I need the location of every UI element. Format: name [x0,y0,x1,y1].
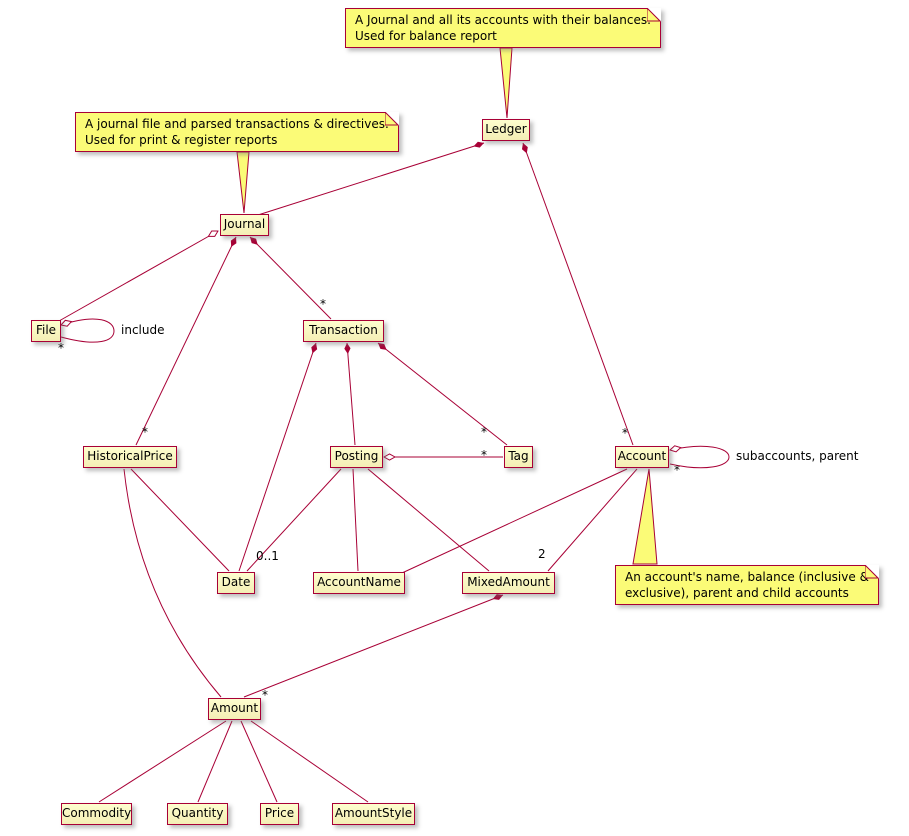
multiplicity-posting-tag: * [481,448,487,462]
edge-ledger-account [521,142,634,446]
edge-account-mixedamount [547,468,638,572]
multiplicity-journal-transaction: * [320,297,326,311]
multiplicity-posting-date: 0..1 [256,549,279,563]
multiplicity-file-include: * [58,341,64,355]
class-tag: Tag [504,446,533,468]
edge-amount-amountstyle [250,720,369,803]
note-connector-ledger [499,47,513,119]
edge-amount-commodity [98,720,227,803]
edge-historicalprice-date [130,468,230,572]
class-amount: Amount [208,698,261,720]
class-file: File [31,320,61,342]
note-account-line2: exclusive), parent and child accounts [625,586,849,600]
edge-posting-accountname [352,468,359,572]
edge-transaction-tag [377,342,508,446]
edge-ledger-journal [257,141,485,216]
edge-amount-quantity [197,720,233,803]
class-quantity: Quantity [167,803,228,825]
edge-file-include-self-loop [61,318,115,343]
note-connector-account [632,468,658,565]
note-fold-icon [646,8,661,22]
edge-account-subaccounts-self-loop [670,446,730,469]
class-transaction: Transaction [303,320,384,342]
note-ledger: A Journal and all its accounts with thei… [345,8,661,48]
class-amountstyle: AmountStyle [332,803,415,825]
note-ledger-line2: Used for balance report [355,29,497,43]
edge-label-subaccounts-parent: subaccounts, parent [736,449,859,463]
class-ledger: Ledger [482,119,530,141]
note-ledger-line1: A Journal and all its accounts with thei… [355,13,651,27]
note-journal-line2: Used for print & register reports [85,133,278,147]
edge-transaction-date [238,342,318,572]
note-account: An account's name, balance (inclusive & … [615,565,879,605]
edge-mixedamount-amount [243,594,504,698]
multiplicity-mixedamount-amount: * [262,688,268,702]
edge-journal-historicalprice [135,236,237,446]
edge-historicalprice-amount [123,468,222,698]
note-journal-line1: A journal file and parsed transactions &… [85,117,389,131]
multiplicity-transaction-tag: * [481,425,487,439]
multiplicity-account-subaccounts: * [674,463,680,477]
multiplicity-account-mixedamount: 2 [538,547,546,561]
class-posting: Posting [330,446,383,468]
class-accountname: AccountName [313,572,405,594]
edge-journal-file [58,231,218,322]
edge-label-include: include [121,323,165,337]
note-fold-icon [384,112,399,126]
class-price: Price [260,803,299,825]
note-connector-journal [236,151,250,214]
note-account-line1: An account's name, balance (inclusive & [625,570,869,584]
edge-posting-mixedamount [367,468,490,572]
class-mixedamount: MixedAmount [462,572,555,594]
class-historicalprice: HistoricalPrice [83,446,177,468]
edge-amount-price [240,720,278,803]
edge-journal-transaction [249,236,332,320]
edge-transaction-posting [344,342,356,446]
edge-posting-date [246,468,342,572]
class-date: Date [217,572,255,594]
multiplicity-ledger-account: * [622,426,628,440]
class-commodity: Commodity [61,803,132,825]
note-fold-icon [864,565,879,579]
class-journal: Journal [220,214,269,236]
multiplicity-journal-historicalprice: * [142,425,148,439]
note-journal: A journal file and parsed transactions &… [75,112,399,152]
edge-account-accountname [401,468,628,574]
class-account: Account [615,446,669,468]
